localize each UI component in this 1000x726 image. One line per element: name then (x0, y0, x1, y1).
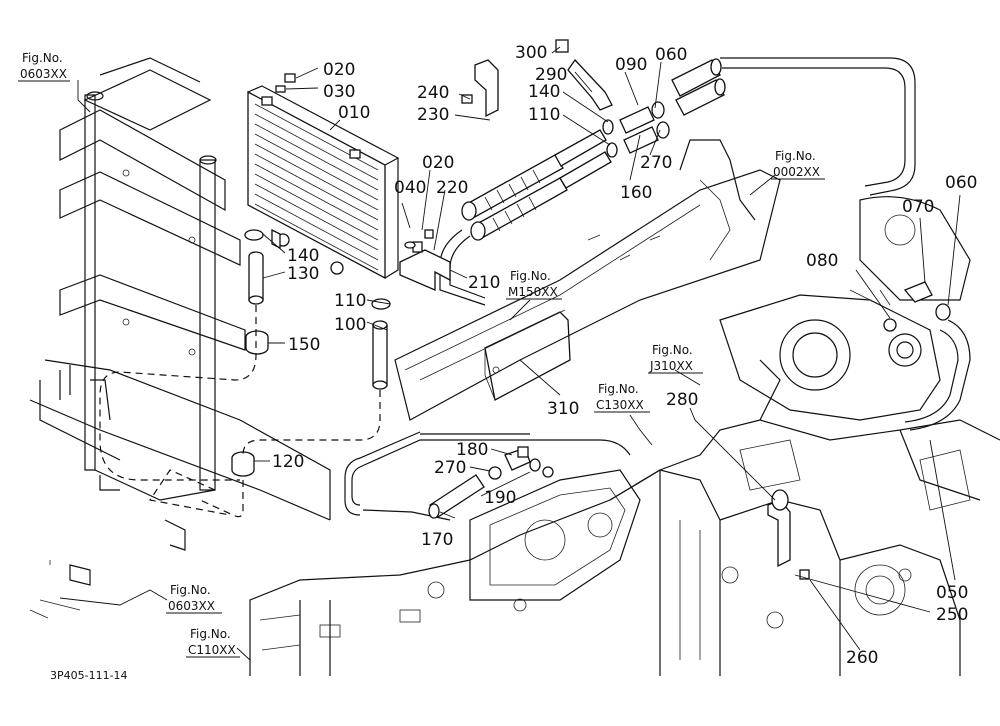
figref-j310[interactable]: Fig.No. J310XX (648, 343, 703, 374)
callout-080: 080 (806, 251, 838, 271)
svg-text:Fig.No.: Fig.No. (22, 51, 63, 65)
svg-text:0603XX: 0603XX (168, 599, 215, 613)
hose-130 (244, 229, 264, 305)
svg-text:C130XX: C130XX (596, 398, 644, 412)
transmission-cover (394, 139, 781, 421)
hose-170 (428, 474, 485, 519)
callout-300: 300 (515, 43, 547, 63)
callout-280: 280 (666, 390, 698, 410)
callout-240: 240 (417, 83, 449, 103)
callout-020: 020 (422, 153, 454, 173)
hydraulic-housing (719, 196, 971, 421)
grommet-120 (231, 451, 255, 477)
callout-160: 160 (620, 183, 652, 203)
drawing-code: 3P405-111-14 (50, 669, 128, 682)
callout-labels: 020 030 010 020 040 220 140 130 210 110 … (272, 43, 977, 668)
bracket-230 (461, 59, 499, 118)
figref-c110[interactable]: Fig.No. C110XX (186, 627, 240, 658)
callout-260: 260 (846, 648, 878, 668)
svg-text:J310XX: J310XX (649, 359, 693, 373)
callout-310: 310 (547, 399, 579, 419)
pipe-routes-dashed (99, 305, 381, 518)
callout-220: 220 (436, 178, 468, 198)
callout-110: 110 (334, 291, 366, 311)
svg-text:Fig.No.: Fig.No. (170, 583, 211, 597)
svg-text:Fig.No.: Fig.No. (598, 382, 639, 396)
callout-270: 270 (434, 458, 466, 478)
callout-270: 270 (640, 153, 672, 173)
svg-text:Fig.No.: Fig.No. (775, 149, 816, 163)
fittings-lower (488, 446, 554, 480)
screw-020-030 (275, 73, 296, 93)
transmission-case (249, 359, 1000, 676)
callout-090: 090 (615, 55, 647, 75)
figref-0002[interactable]: Fig.No. 0002XX (771, 149, 825, 180)
oil-pipes (344, 57, 971, 521)
svg-text:M150XX: M150XX (508, 285, 558, 299)
callout-040: 040 (394, 178, 426, 198)
callout-010: 010 (338, 103, 370, 123)
svg-text:0603XX: 0603XX (20, 67, 67, 81)
bracket-290 (555, 39, 613, 111)
callout-180: 180 (456, 440, 488, 460)
figref-m150[interactable]: Fig.No. M150XX (506, 269, 562, 300)
callout-290: 290 (535, 65, 567, 85)
bracket-210 (399, 229, 451, 291)
svg-text:Fig.No.: Fig.No. (652, 343, 693, 357)
callout-060: 060 (945, 173, 977, 193)
callout-070: 070 (902, 197, 934, 217)
callout-050: 050 (936, 583, 968, 603)
callout-020: 020 (323, 60, 355, 80)
figref-c130[interactable]: Fig.No. C130XX (594, 382, 650, 413)
figure-references: Fig.No. 0603XX Fig.No. 0002XX Fig.No. M1… (18, 51, 825, 658)
hose-100 (371, 298, 391, 390)
callout-100: 100 (334, 315, 366, 335)
oil-cooler (247, 85, 400, 280)
leader-lines (59, 46, 961, 661)
callout-060: 060 (655, 45, 687, 65)
callout-210: 210 (468, 273, 500, 293)
figref-0603-top[interactable]: Fig.No. 0603XX (18, 51, 70, 82)
bracket-280 (767, 489, 810, 580)
svg-text:0002XX: 0002XX (773, 165, 820, 179)
svg-text:Fig.No.: Fig.No. (190, 627, 231, 641)
svg-text:C110XX: C110XX (188, 643, 236, 657)
callout-130: 130 (287, 264, 319, 284)
callout-140: 140 (528, 82, 560, 102)
callout-150: 150 (288, 335, 320, 355)
figref-0603-bottom[interactable]: Fig.No. 0603XX (166, 583, 222, 614)
grommet-150 (245, 330, 269, 355)
callout-170: 170 (421, 530, 453, 550)
callout-140: 140 (287, 246, 319, 266)
callout-190: 190 (484, 488, 516, 508)
callout-030: 030 (323, 82, 355, 102)
callout-230: 230 (417, 105, 449, 125)
svg-text:Fig.No.: Fig.No. (510, 269, 551, 283)
callout-120: 120 (272, 452, 304, 472)
callout-250: 250 (936, 605, 968, 625)
callout-110: 110 (528, 105, 560, 125)
fittings-upper (602, 58, 726, 158)
